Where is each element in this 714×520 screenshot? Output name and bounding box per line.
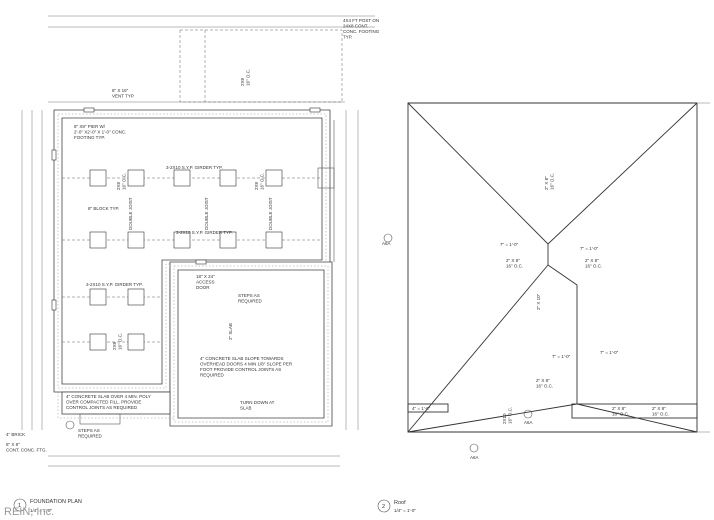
main-wall-inner-outline bbox=[61, 117, 323, 385]
note-girder-top: 3-2X10 S.Y.P. GIRDER TYP. bbox=[166, 165, 223, 170]
pier bbox=[219, 231, 237, 249]
pier bbox=[89, 288, 107, 306]
roof-label-b: A6A bbox=[524, 420, 533, 425]
roof-number: 2 bbox=[382, 504, 385, 510]
pier bbox=[89, 333, 107, 351]
pier bbox=[127, 288, 145, 306]
note-double-joist-3: DOUBLE JOIST bbox=[268, 197, 273, 230]
pier bbox=[89, 169, 107, 187]
note-pier: 8" X8" PIER W/2'-0" X2'-0" X 1'-0" CONC.… bbox=[74, 124, 126, 140]
pier bbox=[127, 231, 145, 249]
lower-left-roof-edge bbox=[407, 403, 449, 413]
note-footing: 8" X 8"CONT. CONC. FTG. bbox=[6, 442, 47, 453]
pier bbox=[173, 231, 191, 249]
roof-pitch-bottom: 4" = 1'-0" bbox=[412, 406, 431, 411]
roof-plan: 2" X 8"16" O.C. 7" = 1'-0" 7" = 1'-0" 2"… bbox=[377, 102, 710, 513]
bottom-steps bbox=[79, 413, 121, 425]
drawing-number-bubble bbox=[13, 498, 27, 512]
note-slab-up: 2" SLAB bbox=[228, 323, 233, 340]
note-double-joist-2: DOUBLE JOIST bbox=[204, 197, 209, 230]
pier bbox=[89, 231, 107, 249]
main-wall-hatch bbox=[57, 113, 327, 389]
roof-pitch-left: 7" = 1'-0" bbox=[500, 242, 519, 247]
vent bbox=[309, 107, 321, 113]
pier bbox=[219, 169, 237, 187]
roof-rafters-mid: 2" X 8"16" O.C. bbox=[585, 258, 602, 269]
note-joists-1: 2X816" O.C. bbox=[116, 173, 127, 190]
drawing-number-bubble bbox=[377, 499, 391, 513]
lower-diagonal bbox=[407, 403, 578, 433]
watermark: REIN, Inc. bbox=[4, 506, 54, 518]
foundation-number: 1 bbox=[18, 503, 21, 509]
rear-deck-outline bbox=[179, 29, 343, 103]
roof-ridge-lower: 2X1016" O.C. bbox=[502, 407, 513, 424]
lower-right-roof-edge bbox=[571, 403, 698, 419]
roof-pitch-low: 7" = 1'-0" bbox=[600, 350, 619, 355]
note-joists-4: 2X816" O.C. bbox=[240, 69, 251, 86]
roof-plan-title: Roof bbox=[394, 500, 406, 506]
note-joists-3: 2X816" O.C. bbox=[112, 333, 123, 350]
pier bbox=[265, 169, 283, 187]
pier bbox=[127, 169, 145, 187]
vent bbox=[51, 299, 57, 311]
note-vent: 8" X 16"VENT TYP. bbox=[112, 88, 135, 99]
roof-rafters-r1: 2" X 8"16" O.C. bbox=[612, 406, 629, 417]
roof-pitch-right: 7" = 1'-0" bbox=[580, 246, 599, 251]
pier bbox=[127, 333, 145, 351]
section-marker bbox=[383, 233, 393, 243]
vent bbox=[51, 149, 57, 161]
pier bbox=[265, 231, 283, 249]
roof-rafters-low: 2" X 8"16" O.C. bbox=[536, 378, 553, 389]
pier-group bbox=[89, 169, 283, 351]
vent bbox=[83, 107, 95, 113]
note-block: 8" BLOCK TYP. bbox=[88, 206, 119, 211]
note-double-joist-1: DOUBLE JOIST bbox=[128, 197, 133, 230]
roof-rafters-r2: 2" X 8"16" O.C. bbox=[652, 406, 669, 417]
vent bbox=[195, 259, 207, 265]
pier bbox=[173, 169, 191, 187]
roof-plan-scale: 1/4" = 1'-0" bbox=[394, 508, 416, 513]
roof-label-c: A6A bbox=[470, 455, 479, 460]
roof-rafters-top: 2" X 8"16" O.C. bbox=[544, 173, 555, 190]
garage-wall-inner-outline bbox=[177, 269, 325, 419]
foundation-plan-title: FOUNDATION PLAN bbox=[30, 499, 82, 505]
note-joists-2: 2X816" O.C. bbox=[254, 173, 265, 190]
note-girder-low: 3-2X10 S.Y.P. GIRDER TYP. bbox=[86, 282, 143, 287]
section-marker bbox=[523, 409, 533, 419]
garage-foundation-wall bbox=[169, 261, 333, 427]
note-girder-mid: 3-2X10 S.Y.P. GIRDER TYP. bbox=[176, 230, 233, 235]
roof-ridge: 2" X 10" bbox=[536, 293, 541, 310]
porch-hatch bbox=[57, 392, 174, 419]
roof-label-a: A6A bbox=[382, 241, 391, 246]
roof-pitch-mid: 7" = 1'-0" bbox=[552, 354, 571, 359]
garage-wall-hatch bbox=[173, 265, 329, 423]
section-marker bbox=[469, 443, 479, 453]
foundation-plan-scale: 1/4" = 1'-0" bbox=[30, 508, 52, 513]
section-marker bbox=[65, 420, 75, 430]
roof-rafters-left: 2" X 8"16" O.C. bbox=[506, 258, 523, 269]
main-house-foundation-wall bbox=[53, 109, 331, 393]
note-brick: 4" BRICK bbox=[6, 432, 25, 437]
